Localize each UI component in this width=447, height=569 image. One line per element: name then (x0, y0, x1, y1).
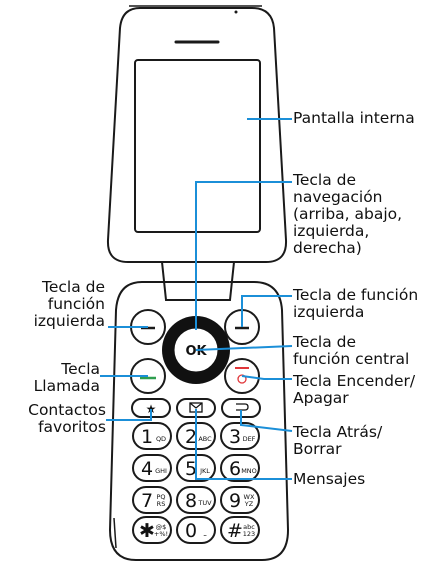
keypad-key (132, 516, 172, 544)
label-right-soft-key: Tecla de función izquierda (293, 286, 419, 321)
label-center-key: Tecla de función central (293, 333, 410, 368)
power-key (224, 358, 260, 394)
keypad-key (220, 486, 260, 514)
keypad-key-number: ✱ (139, 520, 155, 542)
label-messages: Mensajes (293, 470, 366, 488)
keypad-key-number: 7 (141, 490, 153, 512)
label-left-soft-key: Tecla de función izquierda (33, 278, 105, 330)
keypad-key (220, 516, 260, 544)
keypad-key (176, 516, 216, 544)
ok-key-label: OK (185, 344, 207, 359)
keypad-key-number: 6 (229, 458, 241, 480)
keypad-key-letters: +%! (154, 530, 168, 538)
keypad-key-number: 3 (229, 426, 241, 448)
label-call-key: Tecla Llamada (33, 360, 100, 395)
keypad-key (132, 486, 172, 514)
keypad-key-letters: RS (157, 500, 166, 508)
keypad-key-number: 1 (141, 426, 153, 448)
keypad-key-letters: DEF (243, 435, 256, 443)
keypad-key-number: 8 (185, 490, 197, 512)
keypad-key-letters: PQ (156, 493, 165, 501)
keypad-key-letters: 123 (243, 530, 255, 538)
internal-screen (134, 59, 261, 233)
keypad-key (220, 454, 260, 482)
back-icon (236, 403, 249, 411)
keypad-key (176, 486, 216, 514)
sensor-icon (234, 10, 238, 14)
phone-bottom-half (108, 281, 290, 561)
keypad-key-letters: MNO (241, 467, 257, 475)
keypad-key-letters: @$ (156, 523, 167, 531)
keypad-key (132, 422, 172, 450)
label-favorites: Contactos favoritos (28, 401, 106, 436)
label-back-key: Tecla Atrás/ Borrar (293, 423, 383, 458)
keypad-key-letters: QD (156, 435, 166, 443)
keypad-key-letters: TUV (197, 499, 212, 507)
keypad-key-letters: ⎵ (204, 529, 207, 537)
label-power-key: Tecla Encender/ Apagar (293, 372, 416, 407)
keypad-key-letters: WX (244, 493, 255, 501)
keypad-key-number: 9 (229, 490, 241, 512)
keypad-key-number: 2 (185, 426, 197, 448)
callout-lines (100, 118, 293, 480)
power-icon (237, 374, 247, 384)
keypad-key-number: 0 (185, 520, 197, 542)
keypad-key-number: # (227, 520, 243, 542)
keypad-key-letters: YZ (244, 500, 254, 508)
keypad-key-letters: GHI (155, 467, 167, 475)
keypad-key-number: 4 (141, 458, 153, 480)
keypad-key-letters: JKL (199, 467, 210, 475)
label-internal-screen: Pantalla interna (293, 109, 415, 127)
keypad-key-number: 5 (185, 458, 197, 480)
label-nav-key: Tecla de navegación (arriba, abajo, izqu… (293, 171, 403, 257)
keypad-key-letters: ABC (198, 435, 212, 443)
keypad-key (132, 454, 172, 482)
keypad-key-letters: abc (243, 523, 255, 531)
phone-top-half (106, 5, 288, 263)
